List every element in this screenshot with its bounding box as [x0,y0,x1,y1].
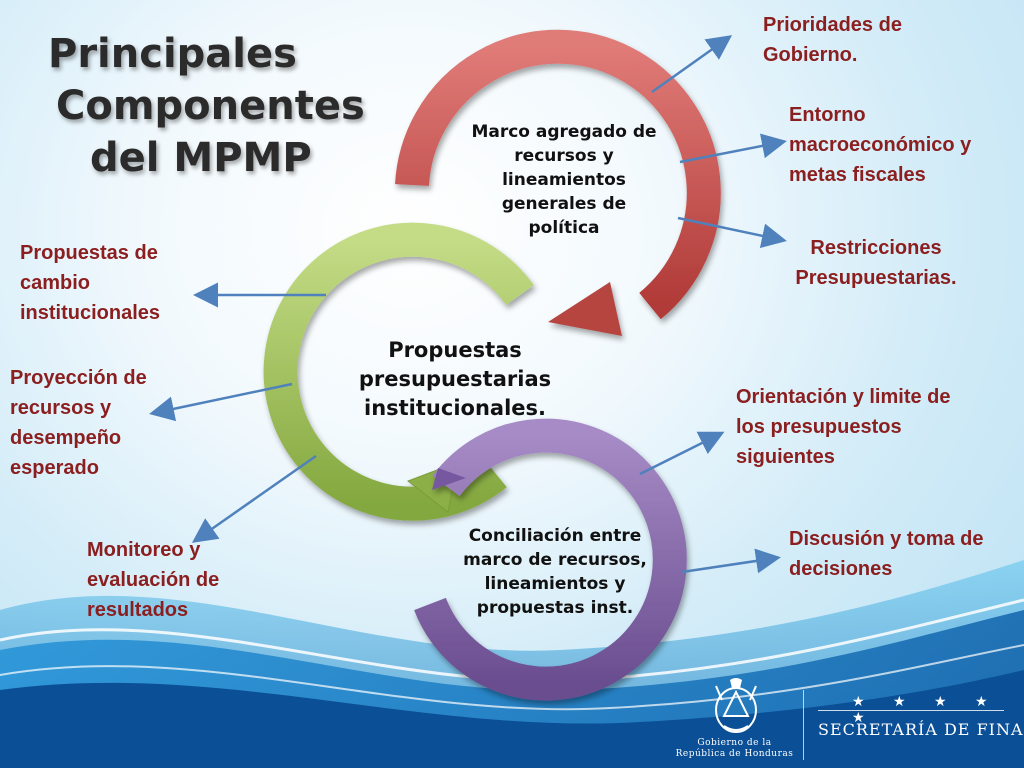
label-propuestas-cambio: Propuestas de cambio institucionales [20,242,161,324]
label-prioridades: Prioridades de Gobierno. [763,14,902,66]
label-monitoreo: Monitoreo y evaluación de resultados [87,539,220,621]
gobierno-label: Gobierno de la República de Honduras [675,738,794,759]
footer-separator [803,690,804,760]
title-line-2: Componentes [56,83,365,129]
stars-icon: ★ ★ ★ ★ ★ [852,694,1000,726]
title-line-3: del MPMP [90,135,312,181]
purple-ring [414,418,687,701]
purple-ring-text: Conciliación entre marco de recursos, li… [463,526,647,618]
label-entorno: Entorno macroeconómico y metas fiscales [789,104,972,186]
green-ring-text: Propuestas presupuestarias institucional… [358,338,552,420]
connector-arrows [149,35,787,574]
label-discusion: Discusión y toma de decisiones [789,528,984,580]
red-ring-text: Marco agregado de recursos y lineamiento… [471,122,657,238]
title-line-1: Principales [48,31,297,77]
slide-title: Principales Componentes del MPMP [40,28,365,184]
label-orientacion: Orientación y limite de los presupuestos… [736,386,951,468]
footer-rule [818,710,1004,711]
secretaria-label: SECRETARÍA DE FINANZAS [818,720,1024,739]
honduras-seal-icon [715,678,757,733]
red-ring [395,29,721,336]
label-proyeccion: Proyección de recursos y desempeño esper… [10,367,147,479]
label-restricciones: Restricciones Presupuestarias. [795,237,957,289]
